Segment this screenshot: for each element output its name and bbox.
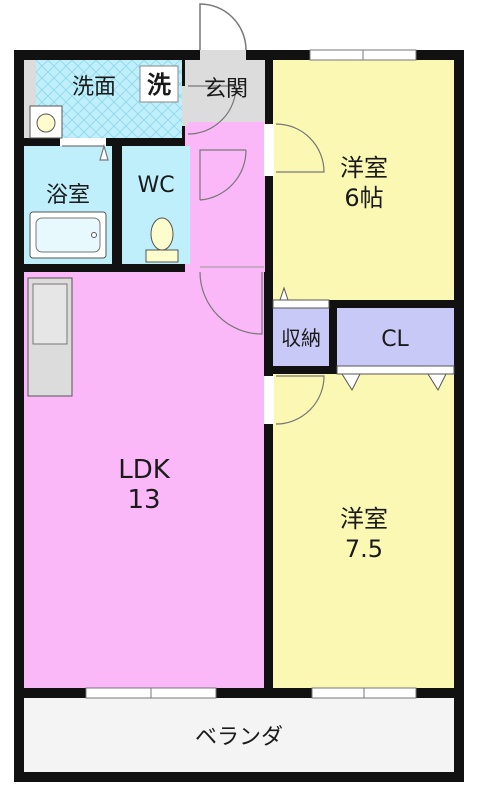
label-washer: 洗 — [147, 71, 171, 99]
washbasin-icon — [29, 105, 63, 139]
label-closet: CL — [381, 327, 409, 352]
label-western1-size: 6帖 — [344, 184, 383, 212]
label-entrance: 玄関 — [204, 77, 248, 102]
kitchen-counter-icon — [27, 277, 73, 397]
closet-doors — [272, 286, 455, 392]
room-western-1 — [273, 60, 454, 300]
label-veranda: ベランダ — [195, 725, 283, 750]
label-storage: 収納 — [281, 326, 321, 350]
washer-box — [139, 65, 179, 103]
label-bath: 浴室 — [46, 183, 90, 208]
toilet-icon — [145, 217, 179, 263]
door-swings — [62, 85, 325, 425]
room-western-2 — [273, 374, 454, 688]
bath-door-opening — [60, 138, 106, 146]
room-entrance — [185, 60, 265, 122]
western2-door-opening — [264, 376, 274, 424]
room-veranda — [24, 698, 454, 772]
label-western2-name: 洋室 — [340, 505, 388, 533]
label-western1-name: 洋室 — [340, 154, 388, 182]
wc-door-opening — [190, 150, 198, 200]
western1-door-opening — [264, 124, 274, 176]
label-wc: WC — [137, 173, 174, 198]
room-closet — [337, 308, 454, 366]
windows — [85, 49, 417, 699]
room-hallway — [185, 122, 265, 272]
label-western2-size: 7.5 — [345, 535, 383, 563]
bathtub-icon — [29, 211, 107, 259]
entrance-door — [199, 3, 247, 51]
hall-ldk-opening — [200, 264, 264, 272]
entrance-opening — [200, 50, 246, 60]
label-ldk-size: 13 — [127, 485, 160, 515]
label-ldk-name: LDK — [118, 455, 171, 485]
label-washroom: 洗面 — [72, 75, 116, 100]
wash-hall-opening — [182, 86, 188, 126]
room-storage — [273, 308, 329, 366]
